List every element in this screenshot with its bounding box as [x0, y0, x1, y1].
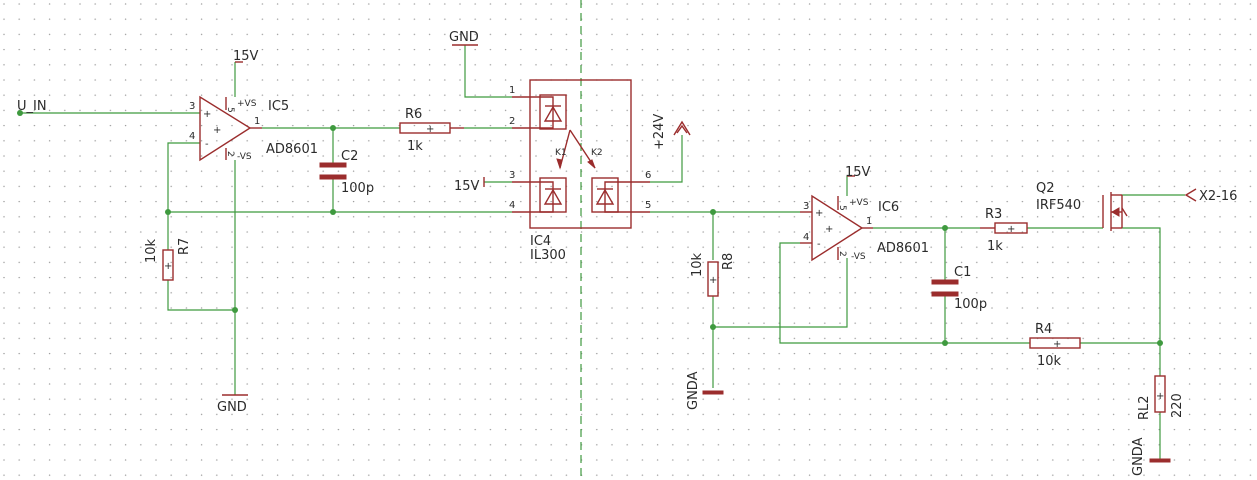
optocoupler-ic4[interactable]: K1 K2 1 2 3 4 6 5 IC4 IL300 — [509, 79, 651, 263]
ic4-pin-1: 1 — [509, 85, 515, 96]
r3-plus: + — [1007, 224, 1015, 235]
r8-name: R8 — [721, 253, 736, 270]
ic6-pin-out: 1 — [866, 216, 872, 227]
ic6-plus-symbol: + — [815, 208, 823, 219]
ground-gnd-bottom: GND — [217, 394, 248, 415]
r6-name: R6 — [405, 107, 422, 122]
ic5-pin-out: 1 — [254, 116, 260, 127]
resistor-r7[interactable]: + 10k R7 — [144, 238, 192, 281]
ic4-pin-2: 2 — [509, 116, 515, 127]
c1-name: C1 — [954, 265, 971, 280]
u-in-label: U_IN — [17, 99, 47, 114]
ic6-center-plus: + — [825, 224, 833, 235]
capacitor-c1[interactable]: C1 100p — [931, 265, 987, 312]
gnd-top-label: GND — [449, 30, 479, 45]
mosfet-q2[interactable]: Q2 IRF540 — [1036, 181, 1128, 231]
junctions — [17, 110, 1163, 346]
ic5-pin-in-plus: 3 — [189, 101, 195, 112]
r4-value: 10k — [1037, 354, 1062, 369]
ic6-vs-neg: -VS — [851, 252, 866, 262]
r4-plus: + — [1053, 339, 1061, 350]
ic4-pin-6: 6 — [645, 170, 651, 181]
ic4-value: IL300 — [530, 248, 566, 263]
r7-name: R7 — [177, 238, 192, 255]
resistor-r4[interactable]: + R4 10k — [1029, 322, 1081, 369]
supply-15v-ic5: 15V — [233, 49, 259, 64]
resistor-r6[interactable]: + R6 1k — [399, 107, 464, 154]
r3-value: 1k — [987, 239, 1003, 254]
ic4-name: IC4 — [530, 234, 551, 249]
q2-name: Q2 — [1036, 181, 1055, 196]
r6-value: 1k — [407, 139, 423, 154]
ic6-minus-symbol: - — [817, 239, 821, 250]
r8-plus: + — [709, 275, 717, 286]
ground-gnd-top: GND — [449, 30, 479, 46]
x2-label: X2-16 — [1199, 189, 1237, 204]
ic5-plus-symbol: + — [203, 109, 211, 120]
c2-value: 100p — [341, 181, 374, 196]
ground-gnda-2: GNDA — [1131, 437, 1171, 476]
ic4-k1-label: K1 — [555, 148, 567, 158]
rl2-name: RL2 — [1137, 395, 1152, 420]
rl2-value: 220 — [1170, 393, 1185, 418]
ic4-k2-label: K2 — [591, 148, 603, 158]
v24-label: +24V — [652, 114, 667, 150]
ic6-pin-in-minus: 4 — [803, 232, 809, 243]
resistor-rl2[interactable]: + RL2 220 — [1137, 375, 1185, 420]
supply-15v-ic4: 15V — [454, 177, 485, 194]
resistor-r8[interactable]: + 10k R8 — [690, 252, 736, 297]
resistor-r3[interactable]: + R3 1k — [980, 207, 1028, 254]
r4-name: R4 — [1035, 322, 1052, 337]
c1-value: 100p — [954, 297, 987, 312]
v15-ic4-label: 15V — [454, 179, 480, 194]
r3-name: R3 — [985, 207, 1002, 222]
ic5-value: AD8601 — [266, 142, 318, 157]
supply-24v: +24V — [652, 114, 691, 150]
ground-gnda-1: GNDA — [686, 371, 724, 410]
ic5-pin-2: 2 — [225, 151, 235, 157]
r6-plus: + — [426, 124, 434, 135]
gnd-bottom-label: GND — [217, 400, 247, 415]
ic5-vs-pos: +VS — [237, 99, 257, 109]
ic5-minus-symbol: - — [205, 139, 209, 150]
ic4-pin-5: 5 — [645, 200, 651, 211]
ic6-pin-2: 2 — [837, 251, 847, 257]
supply-15v-ic6: 15V — [845, 165, 871, 180]
ic4-pin-4: 4 — [509, 200, 515, 211]
r7-value: 10k — [144, 238, 159, 263]
ic5-pin-in-minus: 4 — [189, 131, 195, 142]
ic5-center-plus: + — [213, 125, 221, 136]
v15-ic6-label: 15V — [845, 165, 871, 180]
q2-value: IRF540 — [1036, 198, 1081, 213]
ic6-value: AD8601 — [877, 241, 929, 256]
c2-name: C2 — [341, 149, 358, 164]
r8-value: 10k — [690, 252, 705, 277]
opamp-ic6[interactable]: + - + 3 4 1 5 2 +VS -VS IC6 AD8601 — [800, 194, 929, 262]
ic5-vs-neg: -VS — [237, 152, 252, 162]
connector-x2-16[interactable]: X2-16 — [1184, 188, 1237, 204]
gnda-2-label: GNDA — [1131, 437, 1146, 476]
ic5-name: IC5 — [268, 99, 289, 114]
gnda-1-label: GNDA — [686, 371, 701, 410]
ic6-name: IC6 — [878, 200, 899, 215]
v15-ic5-label: 15V — [233, 49, 259, 64]
ic4-pin-3: 3 — [509, 170, 515, 181]
opamp-ic5[interactable]: + - + 3 4 1 5 2 +VS -VS IC5 AD8601 — [189, 95, 318, 162]
ic6-pin-5: 5 — [837, 205, 847, 211]
r7-plus: + — [164, 261, 172, 272]
rl2-plus: + — [1156, 391, 1164, 402]
ic5-pin-5: 5 — [225, 107, 235, 113]
ic6-vs-pos: +VS — [849, 198, 869, 208]
input-u-in[interactable]: U_IN — [17, 99, 47, 114]
ic6-pin-in-plus: 3 — [803, 201, 809, 212]
capacitor-c2[interactable]: C2 100p — [319, 149, 374, 196]
